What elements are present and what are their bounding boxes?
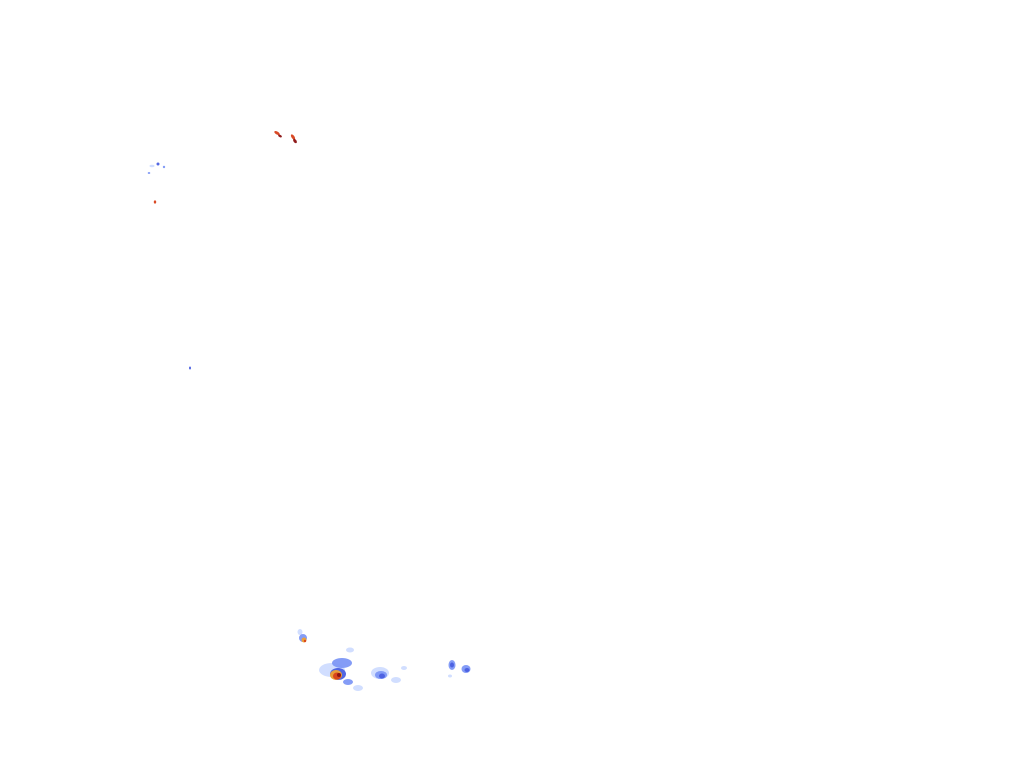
echo-pixel-moderate	[147, 172, 151, 174]
echo-pixel-moderate	[343, 679, 353, 685]
echo-south-main-storm	[319, 647, 363, 691]
echo-south-cell-small	[297, 629, 307, 643]
echo-pixel-light	[149, 164, 155, 168]
echo-pixel-moderate	[332, 658, 352, 668]
echo-pixel-light	[401, 666, 407, 670]
echo-northwest-streak	[274, 131, 297, 144]
echo-pixel-light	[353, 685, 363, 691]
echo-pixel-extreme	[293, 138, 297, 144]
echo-pixel-strong	[189, 366, 191, 370]
echo-south-band	[371, 666, 407, 683]
echo-pixel-extreme	[278, 134, 282, 138]
echo-pixel-strong	[156, 162, 160, 166]
echo-pixel-intense	[153, 200, 157, 204]
echo-pixel-intense	[303, 639, 307, 643]
echo-northwest-speck	[153, 200, 157, 204]
echo-pixel-light	[391, 677, 401, 683]
echo-northwest-scatter	[147, 162, 166, 174]
echo-pixel-extreme	[337, 673, 341, 677]
echo-pixel-light	[346, 647, 354, 653]
echo-pixel-intense	[274, 131, 280, 135]
echo-pixel-moderate	[162, 165, 166, 169]
echo-west-speck	[189, 366, 191, 370]
echo-southeast-cells	[448, 660, 471, 678]
echo-pixel-strong	[464, 668, 470, 672]
echo-pixel-strong	[379, 673, 385, 679]
echo-pixel-strong	[450, 662, 454, 668]
echo-pixel-light	[297, 629, 303, 635]
echo-pixel-light	[448, 674, 452, 678]
echo-pixel-intense	[290, 134, 296, 140]
